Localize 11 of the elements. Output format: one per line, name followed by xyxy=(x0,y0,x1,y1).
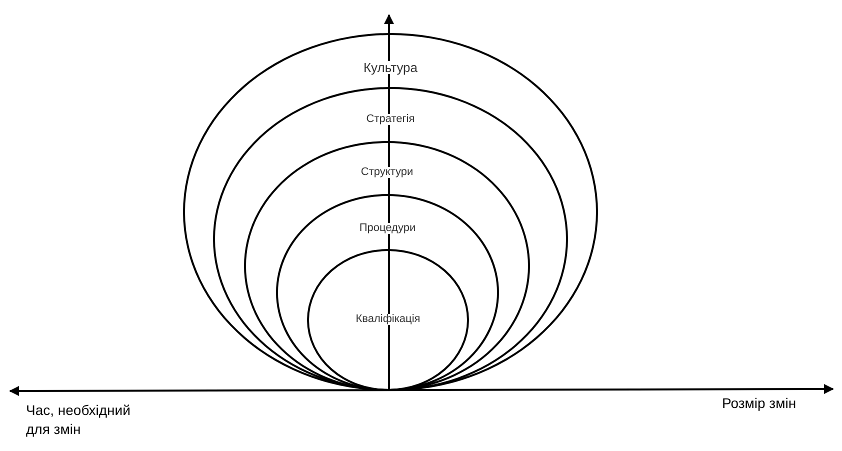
layer-label: Стратегія xyxy=(364,114,417,125)
layer-label: Структури xyxy=(358,167,416,178)
ellipse-layer xyxy=(276,194,499,391)
axis-label: Час, необхідний для змін xyxy=(26,401,132,439)
ellipse-layer xyxy=(213,87,568,391)
ellipse-layer xyxy=(244,141,530,391)
axis-label: Розмір змін xyxy=(722,394,796,413)
ellipse-layer xyxy=(307,249,469,391)
layer-label: Кваліфікація xyxy=(354,314,422,325)
layer-label: Процедури xyxy=(357,223,418,234)
ellipse-layer xyxy=(183,33,598,391)
